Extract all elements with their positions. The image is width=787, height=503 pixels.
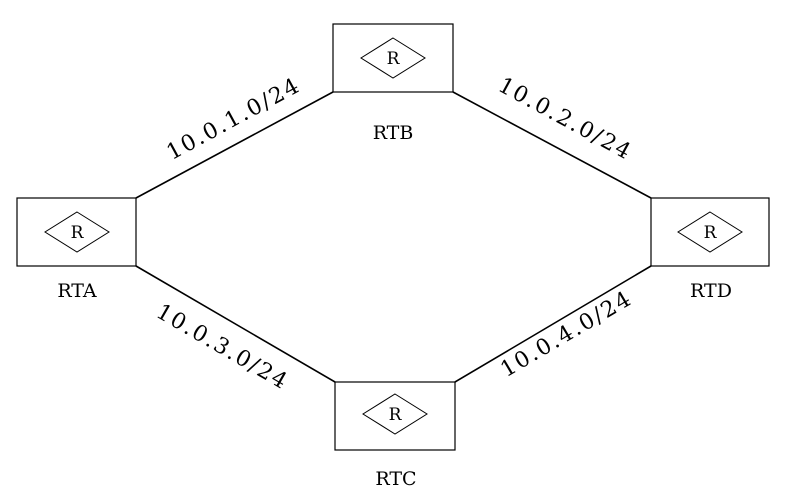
router-icon: [44, 211, 110, 253]
router-rta[interactable]: R: [16, 197, 137, 267]
router-icon: [360, 37, 426, 79]
router-symbol: R: [387, 49, 401, 69]
router-icon: [677, 211, 743, 253]
router-symbol: R: [704, 223, 718, 243]
router-box: [332, 23, 454, 93]
router-rtd[interactable]: R: [650, 197, 770, 267]
link-rtc-rtd: [454, 265, 652, 383]
subnet-label-rta-rtc: 10.0.3.0/24: [152, 299, 293, 395]
router-name-rtd: RTD: [690, 280, 732, 302]
link-rta-rtc: [135, 265, 336, 383]
router-symbol: R: [389, 405, 403, 425]
router-icon: [362, 393, 428, 435]
router-name-rta: RTA: [57, 280, 97, 302]
router-rtb[interactable]: R: [332, 23, 454, 93]
link-rtb-rtd: [452, 91, 652, 199]
subnet-label-rtc-rtd: 10.0.4.0/24: [496, 286, 637, 383]
link-rta-rtb: [135, 91, 334, 199]
router-name-rtc: RTC: [375, 468, 416, 490]
router-name-rtb: RTB: [373, 122, 414, 144]
router-rtc[interactable]: R: [334, 381, 456, 451]
router-symbol: R: [71, 223, 85, 243]
